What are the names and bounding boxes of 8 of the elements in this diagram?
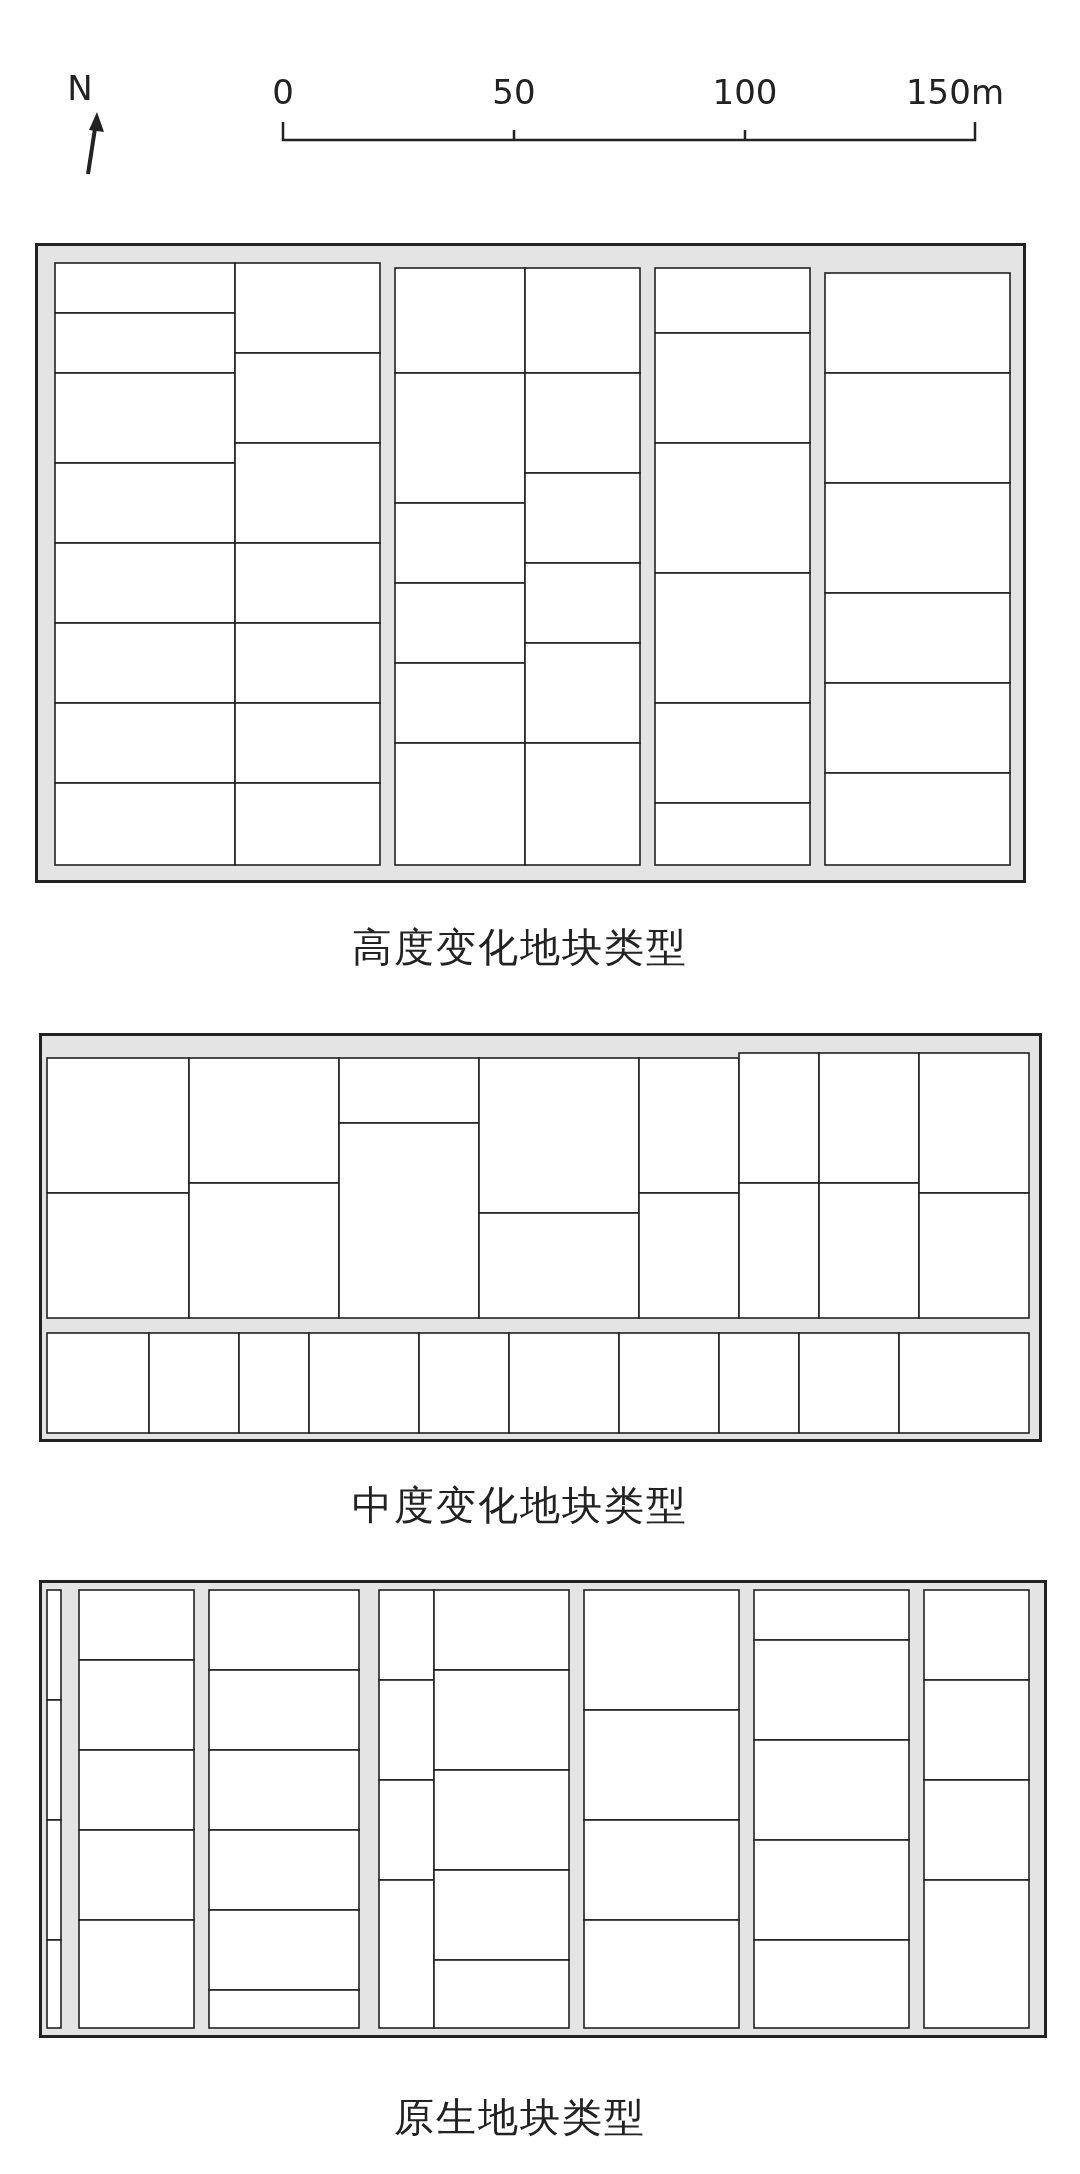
scale-label: 100 [712, 72, 778, 112]
scale-label: 50 [492, 72, 536, 112]
north-label: N [67, 68, 93, 108]
map-caption: 原生地块类型 [394, 2093, 646, 2142]
scale-label: 0 [272, 72, 294, 112]
map-caption: 高度变化地块类型 [352, 923, 688, 972]
scale-label: 150m [906, 72, 1004, 112]
map-caption: 中度变化地块类型 [352, 1481, 688, 1530]
